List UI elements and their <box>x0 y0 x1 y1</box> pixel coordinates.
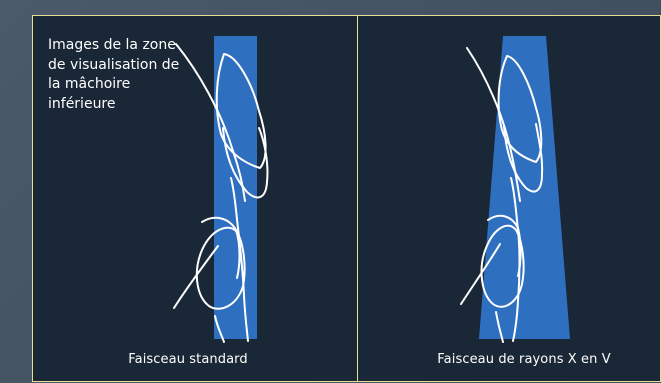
standard-beam-caption: Faisceau standard <box>78 352 298 367</box>
lower-jaw-line <box>174 246 218 308</box>
zone-label: Images de la zone de visualisation de la… <box>48 36 183 114</box>
v-beam-drawing <box>358 16 661 383</box>
v-beam-panel: Faisceau de rayons X en V <box>357 15 661 382</box>
standard-beam-panel: Images de la zone de visualisation de la… <box>32 15 357 382</box>
v-beam-caption: Faisceau de rayons X en V <box>394 352 654 367</box>
standard-beam <box>214 36 257 339</box>
